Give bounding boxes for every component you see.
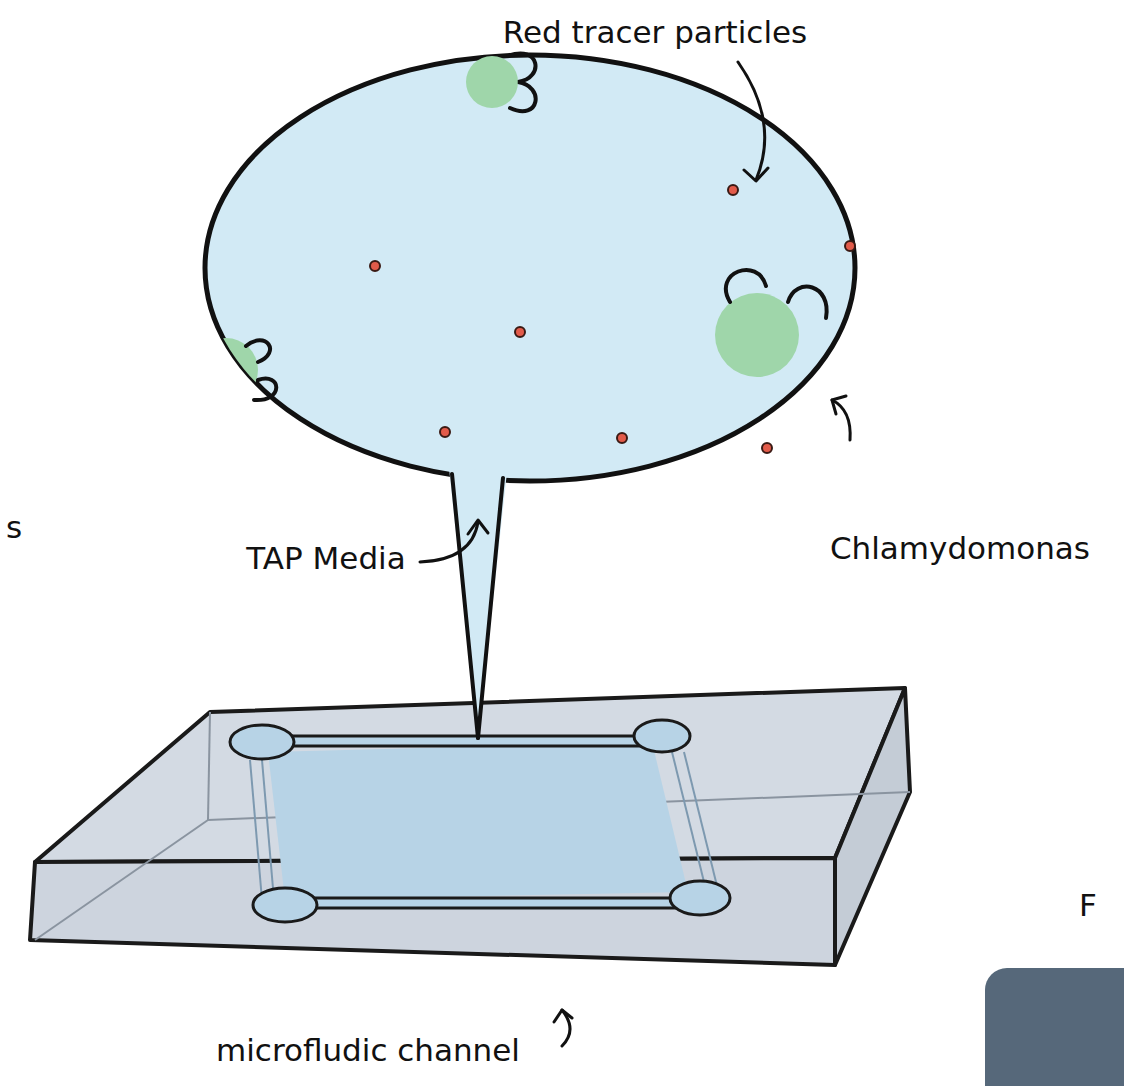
annotation-label: Red tracer particles [503, 15, 807, 49]
annotation-label: TAP Media [246, 541, 405, 575]
channel [230, 720, 730, 922]
annotation-label: F [1079, 888, 1097, 922]
corner-panel [985, 968, 1124, 1086]
magnified-bubble [205, 55, 855, 738]
leader-arrow [420, 62, 850, 1046]
microfluidic-chip [30, 688, 910, 965]
tracer-particle [370, 185, 855, 453]
annotation-label: s [6, 510, 22, 544]
annotation-label: Chlamydomonas [830, 531, 1090, 565]
annotation-label: microfludic channel [216, 1033, 520, 1067]
chlamydomonas-cell [194, 53, 827, 402]
